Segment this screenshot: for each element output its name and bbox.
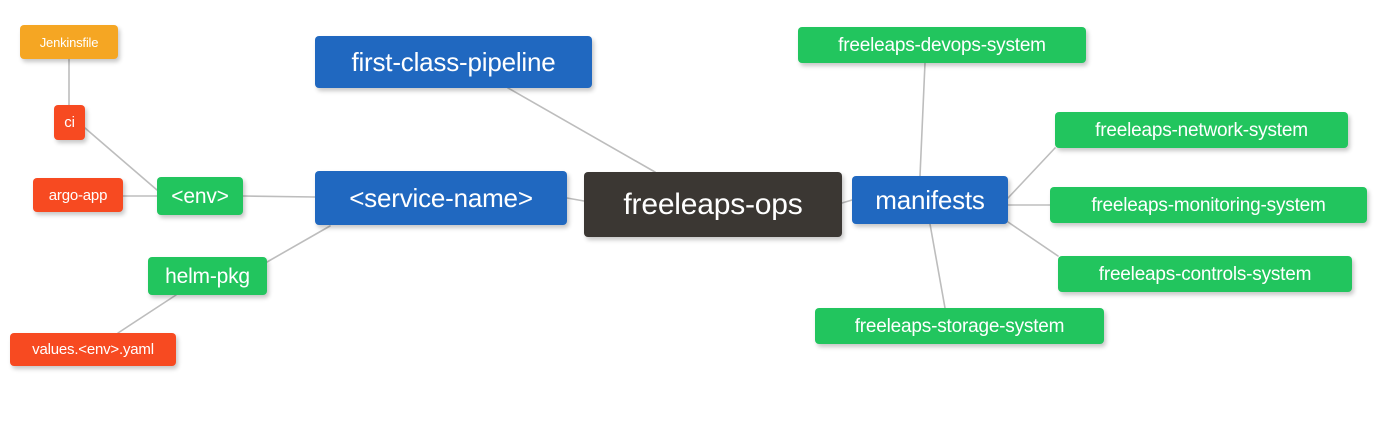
edge-manifests-to-devops — [919, 62, 926, 177]
edge-service-name-to-root — [566, 197, 585, 202]
node-helm-pkg[interactable]: helm-pkg — [148, 257, 267, 295]
edge-helm-pkg-to-values-yaml — [117, 294, 177, 334]
node-jenkinsfile[interactable]: Jenkinsfile — [20, 25, 118, 59]
edge-manifests-to-storage — [929, 223, 946, 309]
node-argo-app[interactable]: argo-app — [33, 178, 123, 212]
edge-pipeline-to-root — [507, 87, 656, 173]
node-controls[interactable]: freeleaps-controls-system — [1058, 256, 1352, 292]
edge-root-to-manifests — [841, 199, 853, 204]
node-monitoring[interactable]: freeleaps-monitoring-system — [1050, 187, 1367, 223]
node-manifests[interactable]: manifests — [852, 176, 1008, 224]
edge-env-to-service-name — [242, 195, 316, 198]
edge-service-name-to-helm-pkg — [266, 225, 331, 263]
node-storage[interactable]: freeleaps-storage-system — [815, 308, 1104, 344]
node-values-yaml[interactable]: values.<env>.yaml — [10, 333, 176, 366]
edge-manifests-to-network — [1007, 147, 1056, 199]
node-service-name[interactable]: <service-name> — [315, 171, 567, 225]
node-root[interactable]: freeleaps-ops — [584, 172, 842, 237]
node-network[interactable]: freeleaps-network-system — [1055, 112, 1348, 148]
node-ci[interactable]: ci — [54, 105, 85, 140]
edge-manifests-to-controls — [1007, 221, 1059, 257]
node-devops[interactable]: freeleaps-devops-system — [798, 27, 1086, 63]
node-env[interactable]: <env> — [157, 177, 243, 215]
node-pipeline[interactable]: first-class-pipeline — [315, 36, 592, 88]
